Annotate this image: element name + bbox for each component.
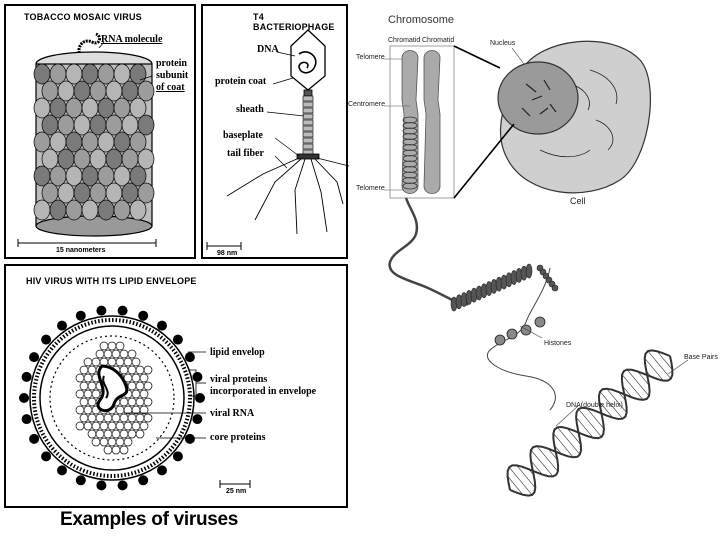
tmv-panel: TOBACCO MOSAIC VIRUS RNA molecule protei…	[4, 4, 196, 259]
tmv-protein-label: protein	[156, 58, 187, 69]
histones-label: Histones	[544, 340, 572, 347]
tmv-rna-label: RNA molecule	[101, 34, 163, 45]
chromatid-right-label: Chromatid	[422, 37, 455, 44]
t4-tail-fiber-label: tail fiber	[227, 148, 264, 159]
t4-illustration	[206, 29, 350, 250]
hiv-viral-proteins-label-2: incorporated in envelope	[210, 386, 317, 397]
chromatid-left-label: Chromatid	[388, 37, 421, 44]
hiv-illustration	[19, 305, 251, 491]
nucleus-label: Nucleus	[490, 40, 516, 47]
telomere-bottom-label: Telomere	[356, 185, 385, 192]
dna-helix-label: DNA(double helix)	[566, 402, 623, 409]
centromere-label: Centromere	[348, 101, 385, 108]
t4-dna-label: DNA	[257, 44, 279, 55]
tmv-title: TOBACCO MOSAIC VIRUS	[24, 12, 142, 22]
hiv-title: HIV VIRUS WITH ITS LIPID ENVELOPE	[26, 276, 197, 286]
chromosome-title: Chromosome	[388, 14, 455, 26]
hiv-viral-proteins-label: viral proteins	[210, 374, 268, 385]
tmv-scale-label: 15 nanometers	[56, 247, 106, 254]
t4-protein-coat-label: protein coat	[215, 76, 267, 87]
figure-caption: Examples of viruses	[60, 509, 239, 530]
t4-title: T4 BACTERIOPHAGE	[253, 12, 335, 32]
t4-scale-label: 98 nm	[217, 250, 238, 257]
tmv-subunit-label: subunit	[156, 70, 189, 81]
tmv-of-coat-label: of coat	[156, 82, 185, 93]
telomere-top-label: Telomere	[356, 54, 385, 61]
cell-label: Cell	[570, 196, 586, 206]
t4-baseplate-label: baseplate	[223, 130, 263, 141]
t4-panel: T4 BACTERIOPHAGE DNA protein coat	[201, 4, 350, 259]
hiv-scale-label: 25 nm	[226, 488, 247, 495]
hiv-panel: HIV VIRUS WITH ITS LIPID ENVELOPE lipid …	[4, 264, 348, 508]
hiv-viral-rna-label: viral RNA	[210, 408, 255, 419]
chromosome-illustration	[384, 40, 689, 497]
base-pairs-label: Base Pairs	[684, 354, 718, 361]
t4-sheath-label: sheath	[236, 104, 264, 115]
tmv-illustration	[17, 32, 157, 247]
hiv-core-proteins-label: core proteins	[210, 432, 266, 443]
hiv-lipid-envelop-label: lipid envelop	[210, 347, 265, 358]
